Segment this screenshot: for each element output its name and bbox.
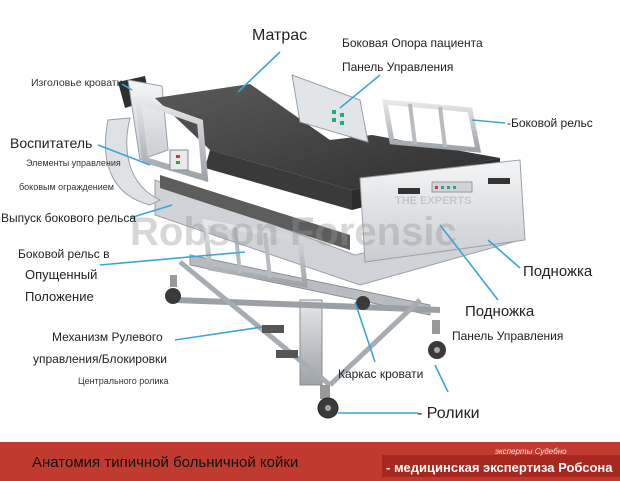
label-mattress: Матрас [252,27,308,44]
footboard [359,159,526,263]
label-caregiver-controls-2: боковым ограждением [19,182,114,192]
label-side-support: Боковая Опора пациента [342,36,483,50]
side-support-panel [291,74,369,143]
bed-frame [174,254,441,387]
footer-badge [382,455,620,477]
label-control-panel: Панель Управления [342,60,454,74]
side-rail-upper [134,95,209,183]
watermark-small: THE EXPERTS [395,195,472,207]
footer-small-text: эксперты Судебно [495,447,567,456]
footer-title: Анатомия типичной больничной койки [32,454,299,471]
caster-wheels [165,275,446,419]
watermark-large: Robson Forensic [130,210,457,254]
label-footboard: Подножка [523,263,593,280]
label-caregiver-controls-1: Элементы управления [26,158,121,168]
side-rail-lowered [202,218,308,289]
label-steering-1: Механизм Рулевого [52,330,163,344]
label-side-rail-right: -Боковой рельс [507,116,593,130]
label-side-rail-lowered-2: Опущенный [25,267,98,282]
label-steering-3: Центрального ролика [78,376,169,386]
label-footboard-panel-2: Панель Управления [452,329,564,343]
label-caregiver: Воспитатель [10,135,93,151]
label-side-rail-release: Выпуск бокового рельса [1,211,137,225]
side-rail-far [381,99,482,153]
label-frame: Каркас кровати [338,367,424,381]
label-casters: - Ролики [417,405,480,422]
label-headboard: Изголовье кровати [31,77,123,89]
label-side-rail-lowered-3: Положение [25,289,94,304]
leader-lines [97,51,521,414]
label-footboard-panel-1: Подножка [465,303,535,320]
label-side-rail-lowered-1: Боковой рельс в [18,247,110,261]
footer-subtitle: - медицинская экспертиза Робсона [386,460,613,475]
label-steering-2: управления/Блокировки [33,352,167,366]
